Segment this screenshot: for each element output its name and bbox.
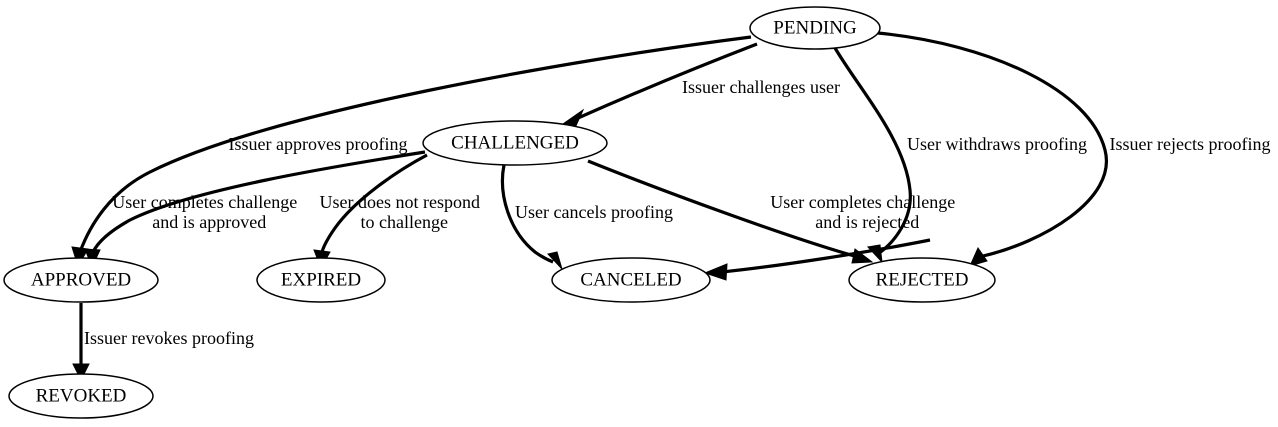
edge-label-user-completes-challenge-rejected: User completes challenge and is rejected	[770, 192, 995, 232]
edge-label-line-1: User completes challenge	[770, 192, 955, 212]
edge-label-line-1: User does not respond	[320, 192, 480, 212]
edge-label-user-completes-challenge-approved: User completes challenge and is approved	[112, 192, 337, 232]
node-rejected-ellipse[interactable]	[848, 257, 996, 303]
node-revoked-label: REVOKED	[36, 385, 127, 406]
edge-label-issuer-revokes-proofing: Issuer revokes proofing	[84, 328, 254, 348]
node-expired[interactable]: EXPIRED	[256, 257, 386, 303]
node-pending-label: PENDING	[773, 17, 857, 38]
edge-label-issuer-challenges-user: Issuer challenges user	[682, 77, 840, 97]
edge-label-user-cancels-proofing: User cancels proofing	[515, 202, 673, 222]
edge-pending-rejected-reject[interactable]	[877, 31, 1109, 267]
node-approved-label: APPROVED	[31, 269, 131, 290]
node-rejected[interactable]: REJECTED	[848, 257, 996, 303]
edge-label-group: Issuer challenges user Issuer approves p…	[84, 77, 1270, 348]
node-pending[interactable]: PENDING	[749, 6, 881, 50]
node-approved-ellipse[interactable]	[3, 257, 159, 303]
edge-approved-revoked[interactable]	[72, 303, 90, 382]
node-canceled-ellipse[interactable]	[551, 257, 711, 303]
edge-rejected-canceled[interactable]	[703, 238, 931, 281]
node-canceled[interactable]: CANCELED	[551, 257, 711, 303]
node-expired-label: EXPIRED	[281, 269, 361, 290]
node-approved[interactable]: APPROVED	[3, 257, 159, 303]
edge-label-user-withdraws-proofing: User withdraws proofing	[907, 134, 1087, 154]
node-pending-ellipse[interactable]	[749, 6, 881, 50]
node-revoked[interactable]: REVOKED	[8, 373, 154, 419]
edge-label-user-does-not-respond: User does not respond to challenge	[320, 192, 521, 232]
node-challenged[interactable]: CHALLENGED	[422, 120, 608, 166]
edge-label-line-1: User completes challenge	[112, 192, 297, 212]
node-revoked-ellipse[interactable]	[8, 373, 154, 419]
node-group: PENDING CHALLENGED APPROVED EXPIRED CANC…	[3, 6, 996, 419]
node-rejected-label: REJECTED	[876, 269, 969, 290]
edge-label-issuer-approves-proofing: Issuer approves proofing	[229, 134, 408, 154]
edge-label-line-2: and is rejected	[815, 212, 919, 232]
node-expired-ellipse[interactable]	[256, 257, 386, 303]
edge-label-issuer-rejects-proofing: Issuer rejects proofing	[1110, 134, 1271, 154]
node-canceled-label: CANCELED	[580, 269, 681, 290]
edge-label-line-2: to challenge	[361, 212, 448, 232]
edge-challenged-canceled[interactable]	[500, 164, 563, 270]
edge-group	[71, 31, 1109, 382]
node-challenged-ellipse[interactable]	[422, 120, 608, 166]
edge-label-line-2: and is approved	[152, 212, 266, 232]
node-challenged-label: CHALLENGED	[451, 132, 579, 153]
